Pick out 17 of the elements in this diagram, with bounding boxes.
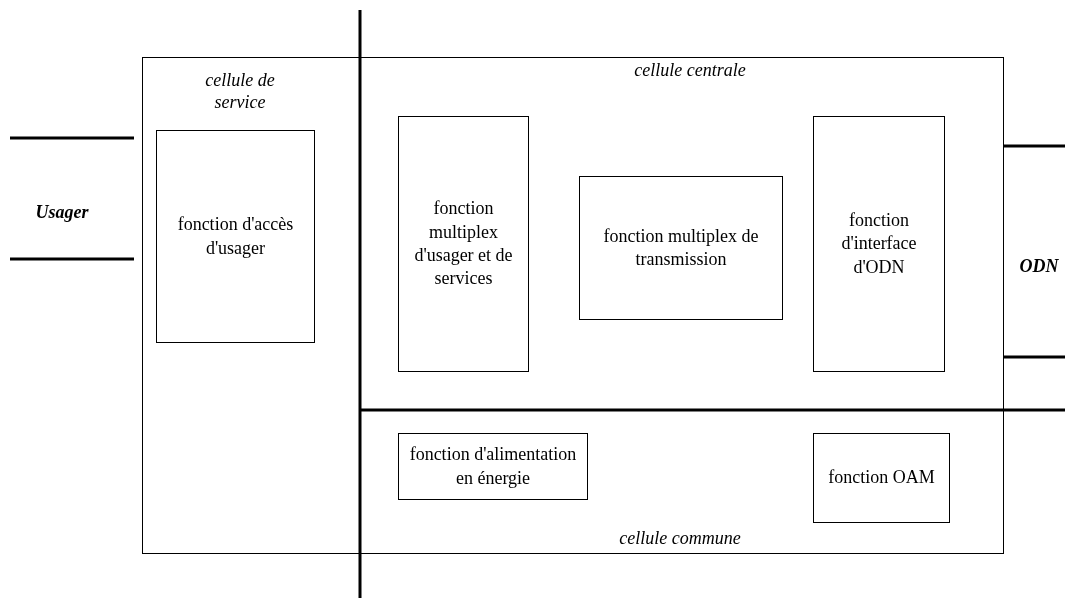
function-text: fonction d'alimentation en énergie	[408, 443, 578, 490]
cell-label: cellule de service	[204, 70, 276, 114]
function-box	[579, 176, 783, 320]
function-box	[398, 433, 588, 500]
function-text: fonction d'accès d'usager	[176, 213, 295, 260]
function-box	[398, 116, 529, 372]
function-box	[813, 116, 945, 372]
function-text: fonction d'interface d'ODN	[840, 208, 918, 279]
function-box	[813, 433, 950, 523]
interface-label: ODN	[1018, 256, 1060, 278]
function-text: fonction OAM	[828, 466, 935, 490]
cell-label: cellule commune	[618, 528, 742, 550]
cell-label: cellule centrale	[633, 60, 747, 82]
function-box	[156, 130, 315, 343]
interface-label: Usager	[34, 202, 90, 224]
function-text: fonction multiplex de transmission	[602, 224, 760, 271]
function-text: fonction multiplex d'usager et de services	[413, 197, 514, 291]
